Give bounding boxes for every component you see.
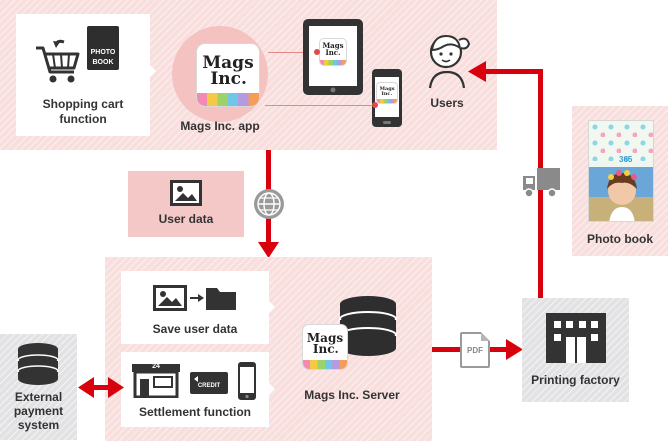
logo-line1: Mags	[202, 52, 254, 73]
server-logo-line1: Mags	[306, 330, 344, 345]
tablet-logo-line2: Inc.	[325, 48, 341, 57]
arrow-right-small-icon	[190, 294, 204, 302]
user-girl-icon	[428, 34, 471, 89]
photo-book-label: Photo book	[587, 232, 653, 246]
phone-logo-line1: Mags	[379, 85, 395, 92]
arrow-left-icon	[78, 377, 94, 398]
photo-book-cover: 365	[588, 120, 654, 222]
server-database-icon	[339, 296, 397, 356]
tablet-logo: Mags Inc.	[320, 39, 346, 65]
arrow-right-icon	[506, 339, 523, 360]
phone-logo-line2: Inc.	[381, 90, 393, 97]
connector-line	[265, 105, 375, 106]
pdf-label: PDF	[467, 346, 483, 355]
cover-pattern	[589, 121, 653, 161]
server-logo-line2: Inc.	[312, 342, 339, 356]
arrow-left-icon	[468, 61, 486, 82]
shopping-cart-icon	[36, 39, 80, 83]
tablet-logo-line1: Mags	[322, 41, 344, 51]
users-label: Users	[430, 96, 464, 110]
card-pointer	[268, 382, 275, 396]
truck-icon	[523, 168, 560, 198]
printing-factory-label: Printing factory	[531, 373, 620, 387]
image-icon	[170, 180, 202, 206]
save-user-data-label: Save user data	[152, 322, 238, 336]
card-pointer	[268, 300, 275, 314]
database-icon	[17, 343, 59, 385]
child-photo	[589, 167, 653, 221]
arrow-down-icon	[258, 242, 279, 258]
phone-dot	[372, 102, 378, 108]
smartphone-icon	[238, 362, 256, 400]
mags-inc-app-logo: Mags Inc.	[197, 44, 259, 106]
tablet-dot	[314, 49, 320, 55]
factory-building-icon	[546, 313, 606, 363]
globe-icon	[254, 189, 284, 219]
photo-book-tag: PHOTO BOOK	[87, 26, 119, 70]
cover-year: 365	[619, 155, 633, 164]
shopping-cart-label: Shopping cart function	[42, 97, 124, 126]
arrow-right-icon	[108, 377, 124, 398]
phone-logo: Mags Inc.	[377, 83, 397, 103]
image-icon	[153, 285, 187, 311]
settlement-label: Settlement function	[138, 405, 251, 419]
credit-label: CREDIT	[197, 383, 221, 389]
external-payment-label: External payment system	[13, 390, 64, 432]
connector-line	[268, 52, 306, 53]
convenience-store-icon	[132, 364, 180, 398]
user-data-label: User data	[158, 212, 214, 226]
credit-card-icon: CREDIT	[190, 372, 228, 394]
save-user-data-card	[121, 271, 269, 344]
server-label: Mags Inc. Server	[304, 388, 400, 402]
flow-line	[92, 385, 110, 390]
store-sign: 24	[152, 363, 160, 370]
flow-line	[484, 69, 543, 74]
folder-icon	[206, 288, 236, 310]
app-label: Mags Inc. app	[180, 119, 260, 133]
mags-inc-server-logo: Mags Inc.	[303, 325, 347, 369]
pdf-file-icon: PDF	[460, 332, 490, 368]
logo-line2: Inc.	[210, 69, 247, 89]
card-pointer	[149, 64, 156, 78]
shopping-cart-card	[16, 14, 150, 136]
photo-book-tag-text: PHOTO BOOK	[90, 49, 116, 66]
